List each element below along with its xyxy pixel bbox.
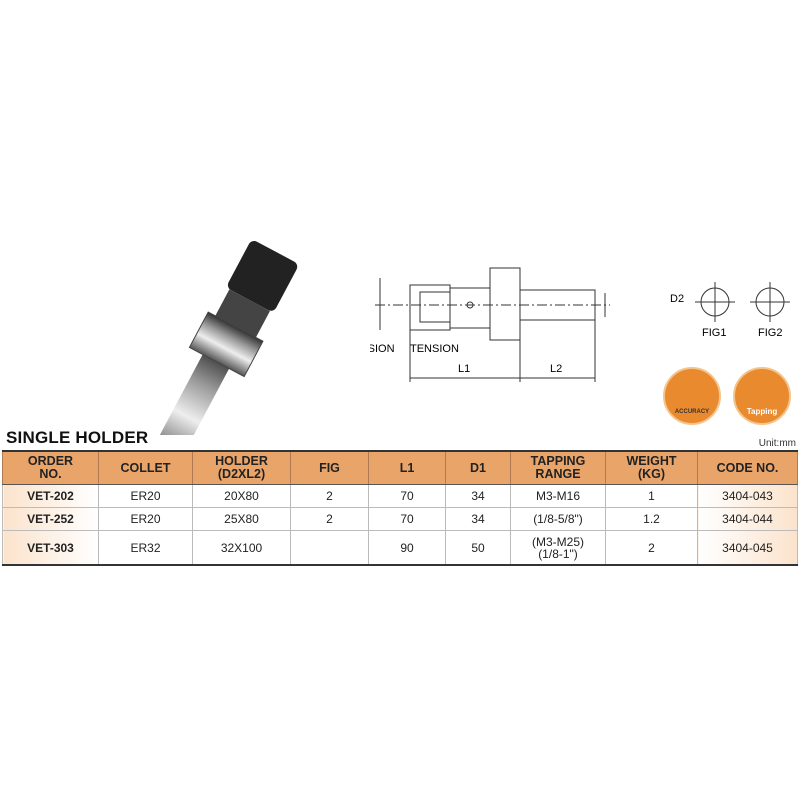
cell-text: 25X80 bbox=[224, 512, 259, 526]
cell-text: 90 bbox=[400, 540, 414, 555]
accuracy-badge-label: ACCURACY bbox=[674, 409, 710, 415]
cell-text: VET-202 bbox=[27, 489, 74, 503]
cell-tapping-range: (1/8-5/8") bbox=[510, 507, 606, 531]
cell-collet: ER20 bbox=[98, 484, 193, 508]
cell-d1: 50 bbox=[445, 530, 511, 566]
header-text: NO. bbox=[39, 467, 62, 481]
cell-d1: 34 bbox=[445, 484, 511, 508]
cell-holder: 25X80 bbox=[192, 507, 291, 531]
table-row: VET-202 ER20 20X80 2 70 34 M3-M16 1 3404-043 bbox=[2, 484, 798, 508]
cell-text: (1/8-5/8") bbox=[533, 512, 583, 526]
cell-l1: 70 bbox=[368, 507, 446, 531]
cell-text: M3-M16 bbox=[535, 489, 580, 503]
cell-text: (1/8-1") bbox=[538, 546, 578, 561]
header-fig: FIG bbox=[290, 451, 369, 485]
header-text: (KG) bbox=[637, 467, 666, 481]
cell-weight: 1 bbox=[605, 484, 698, 508]
cell-holder: 32X100 bbox=[192, 530, 291, 566]
cell-text: 70 bbox=[400, 512, 414, 526]
label-d2: D2 bbox=[670, 293, 684, 305]
cell-fig bbox=[290, 530, 369, 566]
accuracy-badge: ACCURACY bbox=[663, 367, 721, 425]
header-text: D1 bbox=[470, 460, 486, 475]
header-code-no: CODE NO. bbox=[697, 451, 798, 485]
header-d1: D1 bbox=[445, 451, 511, 485]
label-tension: TENSION bbox=[410, 343, 459, 355]
header-text: WEIGHT bbox=[626, 454, 677, 468]
table-row: VET-252 ER20 25X80 2 70 34 (1/8-5/8") 1.2 3404-0… bbox=[2, 507, 798, 531]
header-holder: HOLDER(D2XL2) bbox=[192, 451, 291, 485]
cell-text: 3404-044 bbox=[722, 512, 773, 526]
technical-drawing: COMPRESSION TENSION L1 L2 D2 FIG1 FIG2 bbox=[370, 267, 790, 382]
header-collet: COLLET bbox=[98, 451, 193, 485]
cell-weight: 2 bbox=[605, 530, 698, 566]
cell-text: 32X100 bbox=[220, 540, 263, 555]
label-fig1: FIG1 bbox=[702, 327, 726, 339]
cell-fig: 2 bbox=[290, 484, 369, 508]
cell-text: 70 bbox=[400, 489, 414, 503]
unit-label: Unit:mm bbox=[758, 438, 796, 449]
cell-d1: 34 bbox=[445, 507, 511, 531]
product-photo bbox=[151, 241, 298, 435]
cell-weight: 1.2 bbox=[605, 507, 698, 531]
label-compression: COMPRESSION bbox=[370, 343, 395, 355]
cell-collet: ER32 bbox=[98, 530, 193, 566]
header-text: COLLET bbox=[120, 460, 171, 475]
header-text: (D2XL2) bbox=[217, 467, 266, 481]
header-text: RANGE bbox=[535, 467, 581, 481]
cell-text: 50 bbox=[471, 540, 485, 555]
header-text: CODE NO. bbox=[716, 460, 779, 475]
cell-text: 3404-045 bbox=[722, 540, 773, 555]
header-text: L1 bbox=[399, 460, 415, 475]
cell-code-no: 3404-043 bbox=[697, 484, 798, 508]
header-text: FIG bbox=[319, 460, 340, 475]
cell-l1: 90 bbox=[368, 530, 446, 566]
label-l1: L1 bbox=[458, 363, 470, 375]
cell-l1: 70 bbox=[368, 484, 446, 508]
cell-text: ER32 bbox=[130, 540, 161, 555]
cell-text: 3404-043 bbox=[722, 489, 773, 503]
cell-fig: 2 bbox=[290, 507, 369, 531]
cell-text: 1.2 bbox=[643, 512, 660, 526]
table-row: VET-303 ER32 32X100 90 50 (M3-M25)(1/8-1") 2 34… bbox=[2, 530, 798, 566]
tapping-badge: Tapping bbox=[733, 367, 791, 425]
cell-text: 2 bbox=[648, 540, 655, 555]
header-weight: WEIGHT(KG) bbox=[605, 451, 698, 485]
cell-collet: ER20 bbox=[98, 507, 193, 531]
cell-text: (M3-M25) bbox=[531, 534, 584, 549]
cell-text: 34 bbox=[471, 512, 485, 526]
section-title: SINGLE HOLDER bbox=[6, 428, 149, 447]
label-fig2: FIG2 bbox=[758, 327, 782, 339]
cell-holder: 20X80 bbox=[192, 484, 291, 508]
header-text: HOLDER bbox=[215, 454, 268, 468]
cell-tapping-range: (M3-M25)(1/8-1") bbox=[510, 530, 606, 566]
tapping-badge-label: Tapping bbox=[746, 407, 778, 416]
cell-order-no: VET-202 bbox=[2, 484, 99, 508]
cell-text: 34 bbox=[471, 489, 485, 503]
cell-text: 2 bbox=[326, 489, 333, 503]
cell-text: VET-252 bbox=[27, 512, 74, 526]
header-text: TAPPING bbox=[530, 454, 586, 468]
cell-text: VET-303 bbox=[27, 540, 74, 555]
cell-order-no: VET-252 bbox=[2, 507, 99, 531]
label-l2: L2 bbox=[550, 363, 562, 375]
cell-tapping-range: M3-M16 bbox=[510, 484, 606, 508]
cell-text: 1 bbox=[648, 489, 655, 503]
cell-code-no: 3404-044 bbox=[697, 507, 798, 531]
header-text: ORDER bbox=[27, 454, 74, 468]
header-l1: L1 bbox=[368, 451, 446, 485]
cell-text: ER20 bbox=[130, 489, 161, 503]
cell-text: 2 bbox=[326, 512, 333, 526]
cell-text: 20X80 bbox=[224, 489, 259, 503]
cell-text: ER20 bbox=[130, 512, 161, 526]
cell-code-no: 3404-045 bbox=[697, 530, 798, 566]
cell-order-no: VET-303 bbox=[2, 530, 99, 566]
